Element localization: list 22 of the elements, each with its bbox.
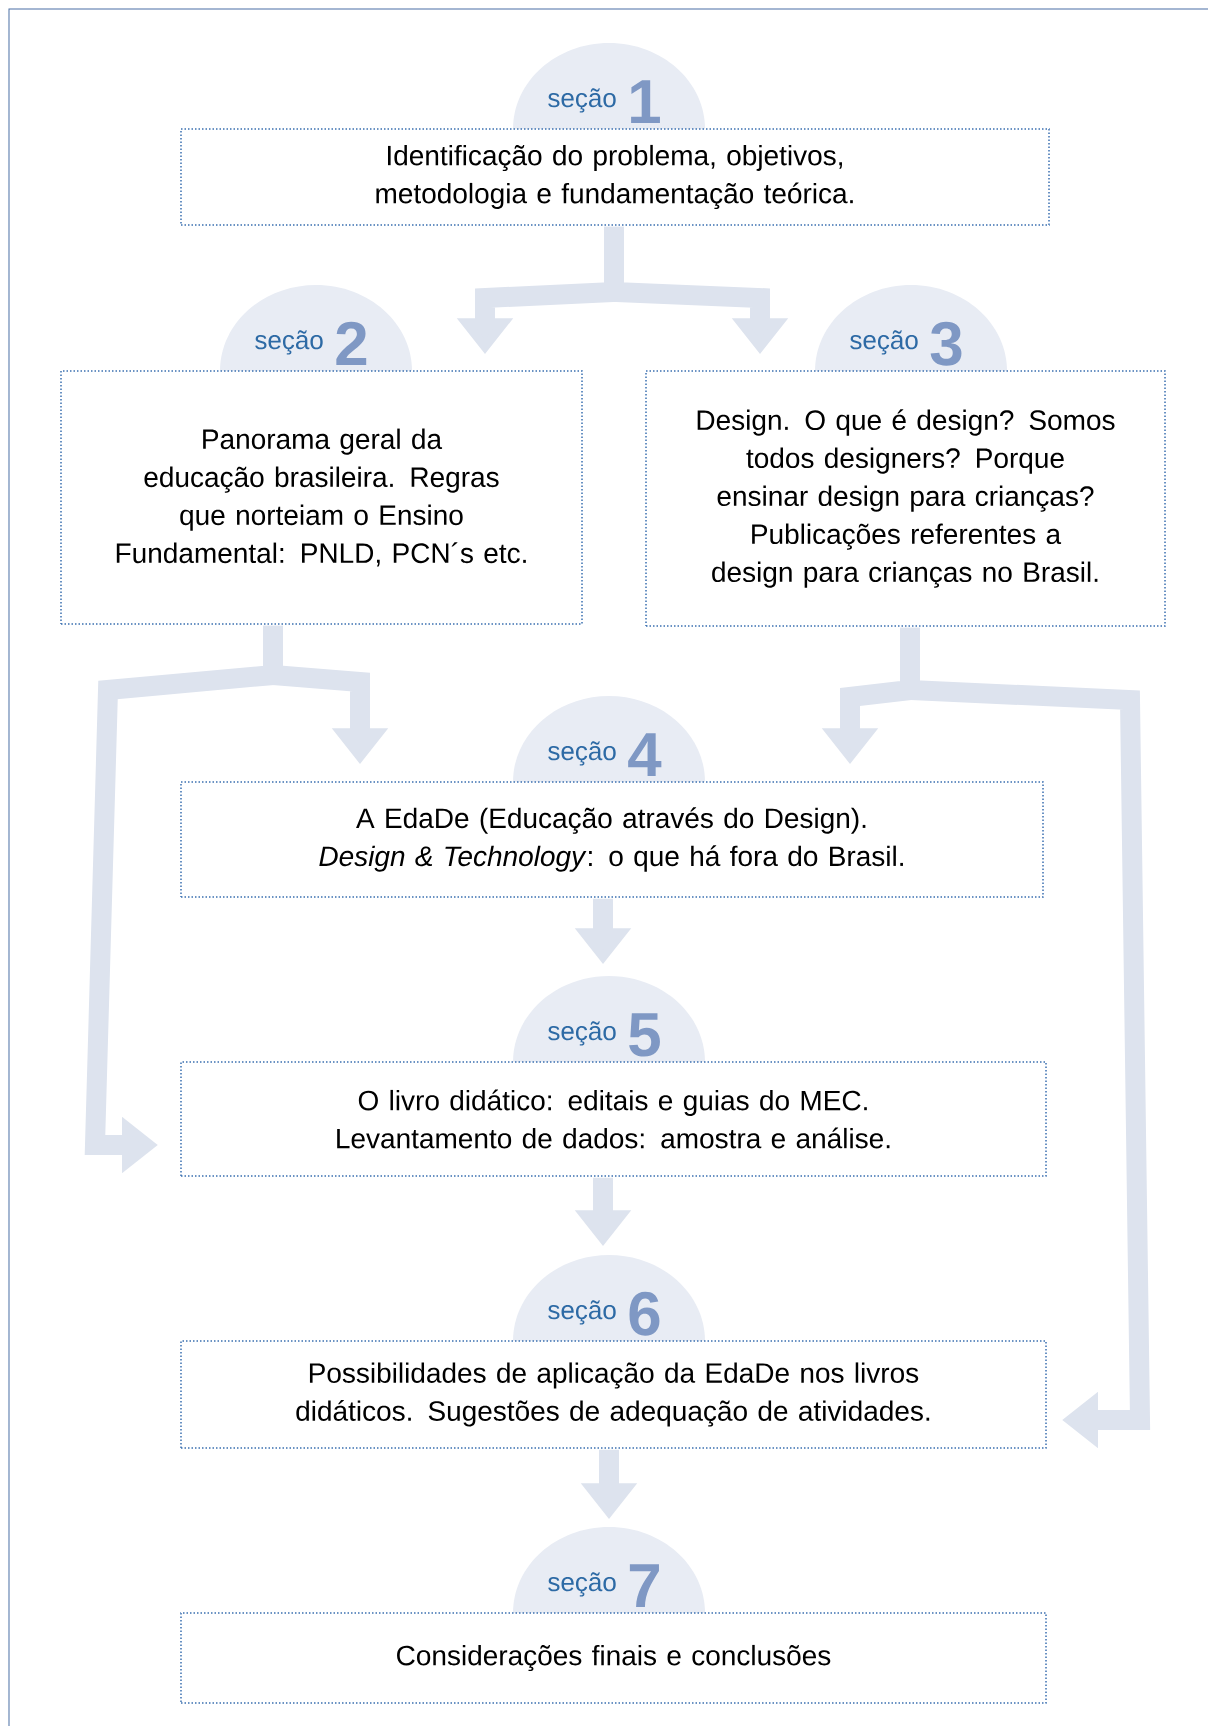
section-label: seção: [548, 1300, 616, 1325]
section-label: seção: [255, 330, 323, 355]
section-number: 5: [629, 1013, 660, 1057]
section-box: Design. O que é design? Somos todos designers? Porque ensinar design para crianças? Publicações referentes a design para crianças no Brasil.: [645, 370, 1166, 627]
section-number: 3: [930, 321, 962, 366]
section-box: Possibilidades de aplicação da EdaDe nos livros didáticos. Sugestões de adequação de atividades.: [180, 1340, 1047, 1449]
section-box: Panorama geral da educação brasileira. Regras que norteiam o Ensino Fundamental: PNLD, PCN´s etc.: [60, 370, 583, 625]
section-box: A EdaDe (Educação através do Design). Design & Technology: o que há fora do Brasil.: [180, 781, 1044, 898]
section-number: 4: [628, 733, 662, 776]
section-number: 1: [631, 80, 660, 123]
section-box: O livro didático: editais e guias do MEC. Levantamento de dados: amostra e análise.: [180, 1061, 1047, 1177]
section-number: 2: [336, 321, 367, 365]
arrow: [900, 627, 1151, 1449]
section-label: seção: [548, 1021, 616, 1046]
section-label: seção: [850, 330, 918, 355]
section-number: 6: [629, 1291, 660, 1336]
section-label: seção: [548, 1572, 616, 1597]
section-box: Identificação do problema, objetivos, metodologia e fundamentação teórica.: [180, 128, 1050, 226]
section-box: Considerações finais e conclusões: [180, 1612, 1047, 1704]
section-label: seção: [548, 741, 616, 766]
section-number: 7: [629, 1564, 659, 1607]
section-label: seção: [548, 88, 616, 113]
